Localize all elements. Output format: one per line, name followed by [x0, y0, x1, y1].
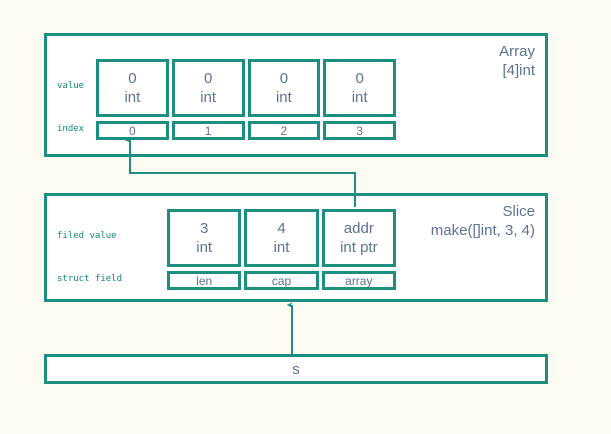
- slice-value-row-label: filed value: [57, 231, 117, 241]
- array-value-2: 0: [279, 70, 289, 87]
- array-index-cell-3[interactable]: 3: [323, 121, 396, 140]
- array-value-1: 0: [203, 70, 213, 87]
- array-value-cell-1[interactable]: 0 int: [171, 59, 245, 117]
- array-value-row: 0 int 0 int 0 int 0 int: [96, 59, 396, 117]
- slice-value-row: 3 int 4 int addr int ptr: [167, 209, 396, 267]
- variable-name-label: s: [292, 360, 300, 378]
- slice-value-len: 3: [199, 220, 209, 237]
- array-value-type-0: int: [124, 89, 141, 106]
- array-value-type-3: int: [351, 89, 368, 106]
- slice-title-line2: make([]int, 3, 4): [430, 222, 535, 239]
- array-index-row-label: index: [57, 124, 85, 134]
- slice-field-row: len cap array: [167, 271, 396, 290]
- array-index-row: 0 1 2 3: [96, 121, 396, 140]
- slice-group: Slice make([]int, 3, 4) filed value stru…: [44, 193, 548, 302]
- slice-title-line1: Slice: [502, 203, 535, 220]
- slice-field-cell-len[interactable]: len: [167, 271, 242, 290]
- slice-value-cap: 4: [277, 220, 286, 237]
- array-title: Array [4]int: [499, 42, 535, 80]
- array-value-cell-3[interactable]: 0 int: [323, 59, 396, 117]
- array-title-line1: Array: [499, 43, 535, 60]
- array-value-type-2: int: [275, 89, 292, 106]
- slice-value-type-cap: int: [273, 239, 290, 256]
- slice-value-cell-cap[interactable]: 4 int: [244, 209, 319, 267]
- array-index-cell-0[interactable]: 0: [96, 121, 169, 140]
- slice-value-cell-len[interactable]: 3 int: [167, 209, 242, 267]
- slice-value-type-len: int: [196, 239, 213, 256]
- slice-field-row-label: struct field: [57, 274, 123, 284]
- slice-field-cell-cap[interactable]: cap: [244, 271, 319, 290]
- slice-title: Slice make([]int, 3, 4): [431, 202, 535, 240]
- array-value-3: 0: [355, 70, 364, 87]
- array-value-cell-0[interactable]: 0 int: [96, 59, 169, 117]
- slice-value-array: addr: [343, 220, 374, 237]
- slice-value-cell-array[interactable]: addr int ptr: [321, 209, 396, 267]
- variable-box: s: [44, 354, 548, 384]
- array-group: Array [4]int value index 0 int 0 int 0 i…: [44, 33, 548, 157]
- array-title-line2: [4]int: [502, 62, 535, 79]
- array-value-row-label: value: [57, 81, 85, 91]
- array-value-0: 0: [128, 70, 137, 87]
- array-index-cell-1[interactable]: 1: [171, 121, 245, 140]
- slice-field-cell-array[interactable]: array: [321, 271, 396, 290]
- array-value-type-1: int: [200, 89, 217, 106]
- slice-value-type-array: int ptr: [340, 239, 378, 256]
- array-index-cell-2[interactable]: 2: [247, 121, 321, 140]
- array-value-cell-2[interactable]: 0 int: [247, 59, 321, 117]
